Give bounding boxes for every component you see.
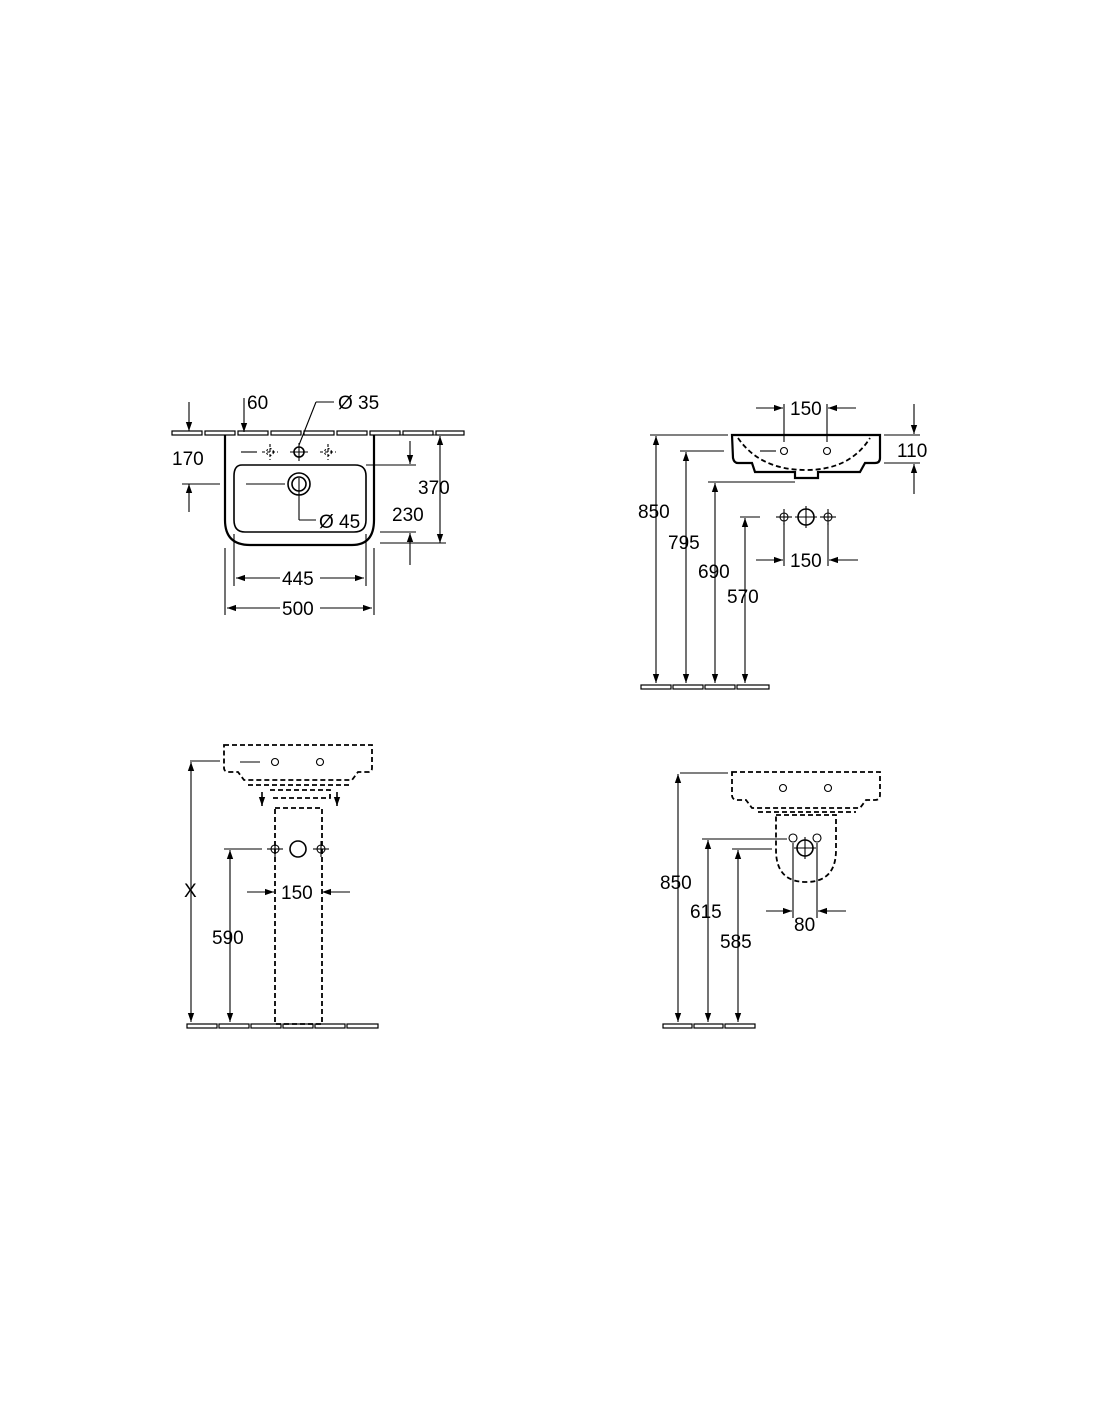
label-x: X	[184, 881, 197, 902]
label-230: 230	[392, 505, 424, 526]
supply-connections-icon	[788, 833, 822, 859]
label-370: 370	[418, 478, 450, 499]
top-view: Ø 35 Ø 45 60 170 370 230 445 500	[171, 393, 465, 620]
label-445: 445	[282, 569, 314, 590]
supply-connections-icon	[267, 840, 329, 858]
tap-hole-icon	[190, 757, 325, 767]
basin-bowl	[233, 464, 367, 533]
label-615: 615	[690, 902, 722, 923]
label-150-bottom: 150	[790, 551, 822, 572]
label-170: 170	[172, 449, 204, 470]
tap-hole-right-icon	[320, 444, 336, 460]
tap-hole-icon	[760, 446, 832, 456]
floor-line	[662, 1023, 756, 1029]
label-dia-45: Ø 45	[319, 512, 360, 533]
supply-connections-icon	[776, 506, 836, 528]
floor-line	[186, 1023, 379, 1029]
label-110: 110	[897, 441, 927, 462]
wall-line	[171, 430, 465, 436]
label-850: 850	[660, 873, 692, 894]
label-150-top: 150	[790, 399, 822, 420]
side-view: 150 110 850 795 690 570	[638, 399, 927, 690]
label-150: 150	[281, 883, 313, 904]
label-60: 60	[247, 393, 268, 414]
label-570: 570	[727, 587, 759, 608]
label-80: 80	[794, 915, 815, 936]
semi-pedestal-view: 850 615 585 80	[660, 771, 881, 1029]
label-690: 690	[698, 562, 730, 583]
label-850: 850	[638, 502, 670, 523]
basin-outline	[223, 435, 376, 547]
tap-hole-left-icon	[262, 444, 278, 460]
drain-icon	[246, 472, 311, 496]
tap-hole-center-icon	[290, 443, 308, 461]
basin-dashed	[731, 771, 881, 809]
pedestal-view: X 590 150	[184, 744, 379, 1029]
basin-front	[730, 433, 882, 480]
label-585: 585	[720, 932, 752, 953]
label-590: 590	[212, 928, 244, 949]
tap-hole-icon	[680, 772, 833, 793]
semi-pedestal	[775, 814, 837, 883]
label-795: 795	[668, 533, 700, 554]
label-500: 500	[282, 599, 314, 620]
floor-line	[640, 684, 770, 690]
arrow-down-icon	[258, 792, 341, 806]
label-dia-35: Ø 35	[338, 393, 379, 414]
basin-dashed	[223, 744, 373, 781]
